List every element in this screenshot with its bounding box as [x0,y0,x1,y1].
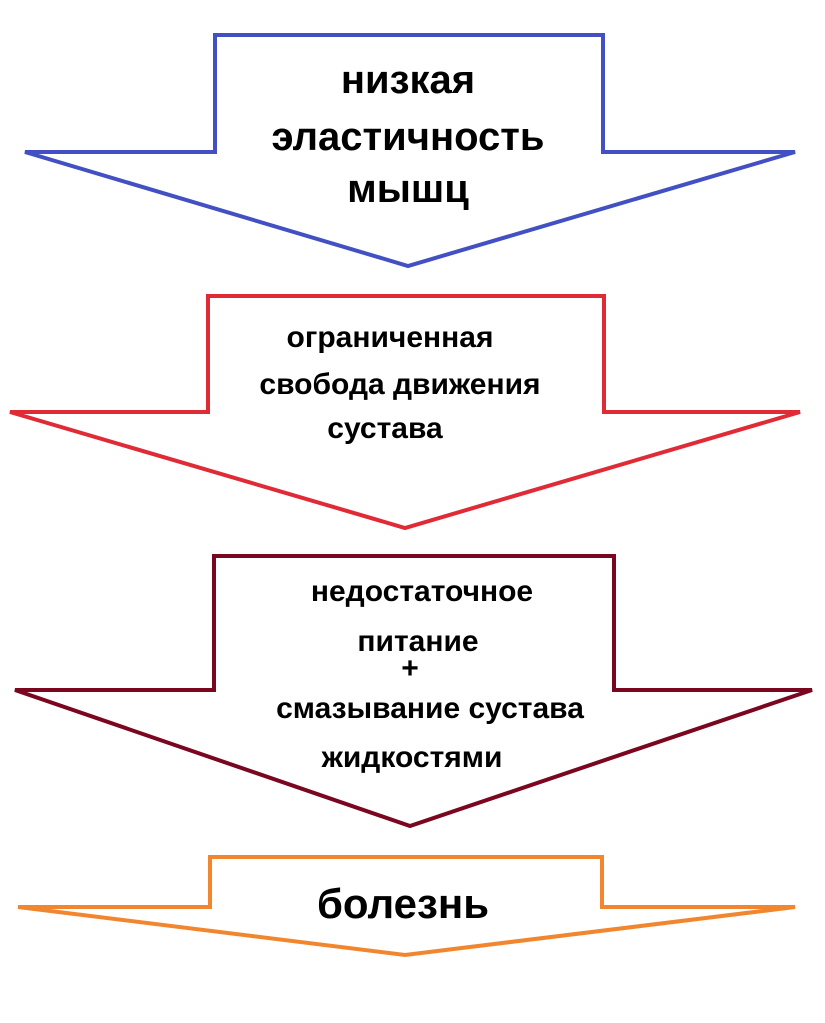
arrow1-line1: низкая [341,58,475,102]
arrow2-line1: ограниченная [287,321,494,354]
arrow3-line2: питание [357,625,478,658]
arrow-limited-joint-movement [9,294,801,531]
arrow-insufficient-nutrition [14,554,813,829]
arrow-disease [17,855,796,958]
arrow1-line3: мышц [347,167,469,211]
arrow2-line3: сустава [327,412,443,445]
arrow3-line4: смазывание сустава [276,692,584,725]
arrow2-line2: свобода движения [259,368,540,401]
arrow1-line2: эластичность [272,115,545,159]
arrow-low-muscle-elasticity [24,33,796,269]
arrow4-line1: болезнь [317,880,489,927]
arrow3-line5: жидкостями [321,741,503,774]
arrow3-plus: + [401,652,419,685]
arrow3-line1: недостаточное [311,575,533,608]
